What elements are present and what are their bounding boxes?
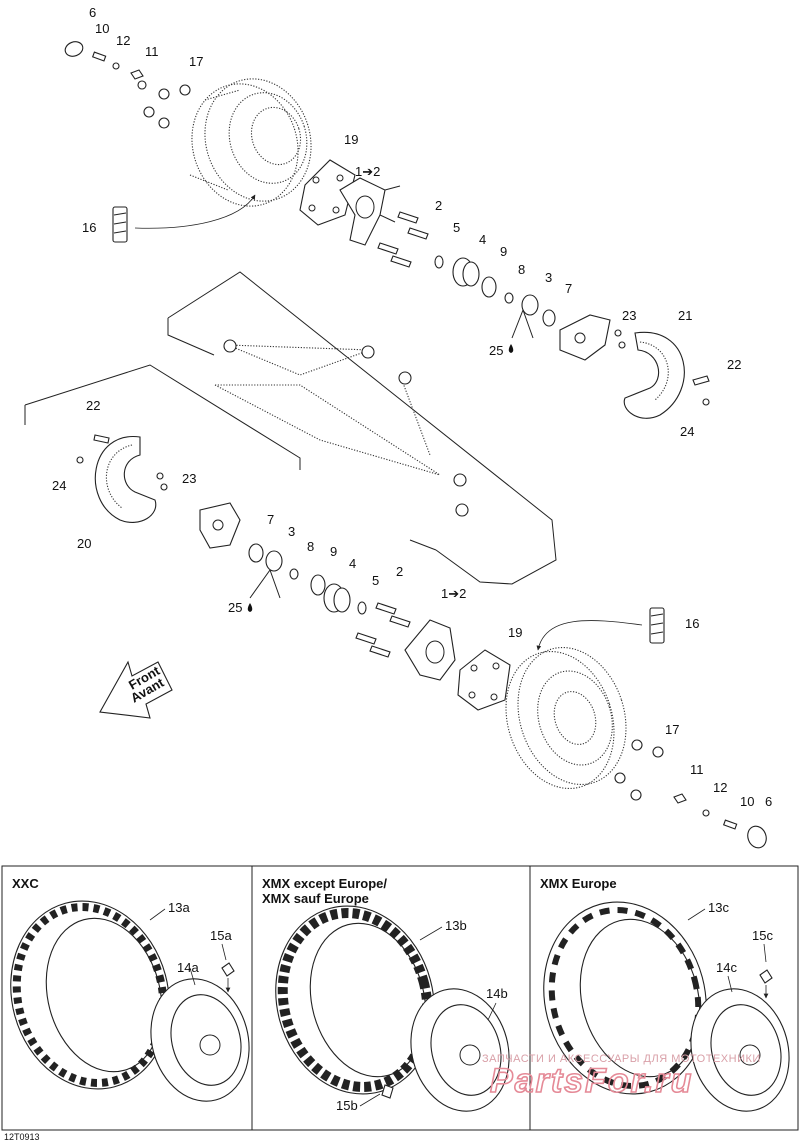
callout-10-lower: 10	[740, 794, 754, 809]
callout-25-upper: 25	[489, 343, 503, 358]
callout-6-lower: 6	[765, 794, 772, 809]
label-14b: 14b	[486, 986, 508, 1001]
panel-xxc-title: XXC	[12, 876, 39, 891]
knuckle-1-lower	[404, 619, 456, 681]
callout-1-upper: 1➔2	[355, 164, 380, 179]
label-14c: 14c	[716, 960, 737, 975]
callout-17-upper: 17	[189, 54, 203, 69]
callout-8-lower: 8	[307, 539, 314, 554]
watermark-tagline: ЗАПЧАСТИ И АКСЕССУАРЫ ДЛЯ МОТОТЕХНИКИ	[482, 1053, 761, 1065]
valve-stem-16-upper	[112, 194, 256, 243]
lower-wheel-assembly	[76, 434, 767, 849]
callout-20: 20	[77, 536, 91, 551]
wheel-nuts-17-upper	[137, 80, 191, 129]
callout-3-lower: 3	[288, 524, 295, 539]
variant-panels: XXC 13a 14a 15a XMX except Europe/	[1, 865, 799, 1131]
callout-19-upper: 19	[344, 132, 358, 147]
rim-14a	[150, 978, 250, 1102]
callout-21: 21	[678, 308, 692, 323]
gasket-19-lower	[457, 649, 511, 711]
valve-15c	[759, 969, 773, 999]
lower-a-arm	[214, 371, 469, 517]
wheel-nuts-17-lower	[614, 739, 664, 801]
callout-24-lower: 24	[52, 478, 66, 493]
callout-4-upper: 4	[479, 232, 486, 247]
tire-13b	[275, 905, 435, 1095]
a-arm-group	[167, 271, 557, 585]
callout-6-upper: 6	[89, 5, 96, 20]
callout-23-upper: 23	[622, 308, 636, 323]
callout-labels: 6 10 12 11 17 19 1➔2 16 2 5 4 9 8 3 7 23…	[52, 5, 772, 809]
upper-wheel-assembly	[64, 41, 710, 419]
watermark-logo: PartsFor.ru	[490, 1062, 693, 1100]
valve-stem-16-lower	[536, 607, 665, 651]
callout-7-upper: 7	[565, 281, 572, 296]
callout-2-upper: 2	[435, 198, 442, 213]
callout-11-upper: 11	[145, 44, 159, 59]
callout-10-upper: 10	[95, 21, 109, 36]
brake-disc-21	[623, 331, 710, 419]
brake-disc-20	[76, 434, 168, 523]
callout-23-lower: 23	[182, 471, 196, 486]
callout-24-upper: 24	[680, 424, 694, 439]
label-13a: 13a	[168, 900, 190, 915]
callout-7-lower: 7	[267, 512, 274, 527]
panel-xxc: XXC 13a 14a 15a	[10, 876, 250, 1102]
valve-15b	[381, 1084, 394, 1099]
callout-5-upper: 5	[453, 220, 460, 235]
panel-xmx-except-europe: XMX except Europe/ XMX sauf Europe 13b 1…	[262, 876, 510, 1113]
callout-1-lower: 1➔2	[441, 586, 466, 601]
callout-12-lower: 12	[713, 780, 727, 795]
rim-14b	[410, 988, 510, 1112]
gasket-19-upper	[299, 159, 356, 226]
tire-13a	[10, 900, 170, 1090]
callout-5-lower: 5	[372, 573, 379, 588]
lower-wheel-rim	[505, 646, 627, 790]
callout-17-lower: 17	[665, 722, 679, 737]
callout-11-lower: 11	[690, 762, 704, 777]
lower-brake-frame	[24, 364, 301, 470]
panel-xmx-europe-title: XMX Europe	[540, 876, 617, 891]
callout-19-lower: 19	[508, 625, 522, 640]
hub-cap-parts-upper	[64, 41, 144, 80]
callout-2-lower: 2	[396, 564, 403, 579]
callout-4-lower: 4	[349, 556, 356, 571]
label-13b: 13b	[445, 918, 467, 933]
callout-3-upper: 3	[545, 270, 552, 285]
caliper-lower	[199, 502, 241, 549]
upper-wheel-rim	[189, 78, 312, 207]
callout-22-lower: 22	[86, 398, 100, 413]
label-15c: 15c	[752, 928, 773, 943]
label-13c: 13c	[708, 900, 729, 915]
callout-16-upper: 16	[82, 220, 96, 235]
panel-xmx-title-2: XMX sauf Europe	[262, 891, 369, 906]
watermark: ЗАПЧАСТИ И АКСЕССУАРЫ ДЛЯ МОТОТЕХНИКИ Pa…	[482, 1053, 761, 1101]
label-14a: 14a	[177, 960, 199, 975]
upper-a-arm	[223, 339, 375, 376]
panel-xmx-title-1: XMX except Europe/	[262, 876, 387, 891]
label-15a: 15a	[210, 928, 232, 943]
knuckle-1-upper	[339, 177, 401, 246]
callout-12-upper: 12	[116, 33, 130, 48]
rim-14c	[690, 988, 790, 1112]
panel-xmx-europe: XMX Europe 13c 14c 15c	[540, 876, 790, 1112]
bearing-stack-upper	[434, 255, 556, 353]
figure-code: 12T0913	[4, 1132, 40, 1142]
bolts-2-upper	[377, 211, 429, 268]
valve-15a	[221, 962, 235, 993]
callout-9-upper: 9	[500, 244, 507, 259]
callout-8-upper: 8	[518, 262, 525, 277]
bolts-2-lower	[355, 602, 411, 658]
hub-cap-parts-lower	[673, 793, 767, 849]
callout-16-lower: 16	[685, 616, 699, 631]
callout-22-upper: 22	[727, 357, 741, 372]
bearing-stack-lower	[247, 543, 367, 615]
caliper-upper	[559, 314, 626, 361]
front-direction-arrow: Front Avant	[99, 660, 173, 719]
tire-13c	[543, 901, 707, 1095]
callout-25-lower: 25	[228, 600, 242, 615]
label-15b: 15b	[336, 1098, 358, 1113]
callout-9-lower: 9	[330, 544, 337, 559]
